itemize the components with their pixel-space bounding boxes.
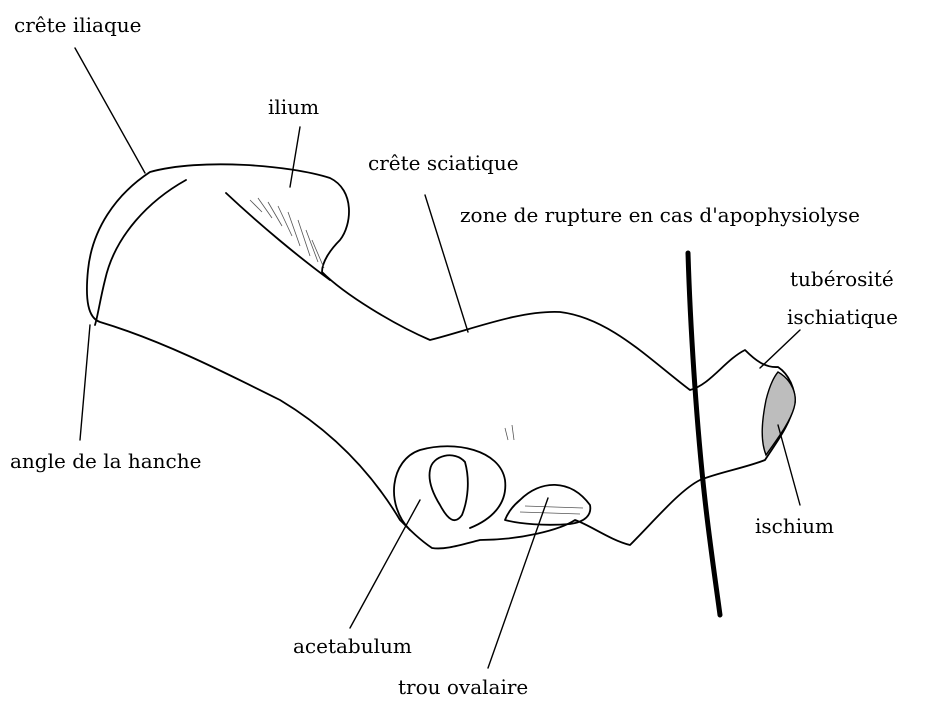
leader-tuberosite [760, 330, 800, 368]
iliac-crest-groove [95, 180, 186, 325]
label-crete-iliaque: crête iliaque [14, 12, 141, 38]
label-trou-ovalaire: trou ovalaire [398, 674, 528, 700]
label-ischium: ischium [755, 513, 834, 539]
rupture-zone-line [688, 253, 720, 615]
ischium-shading [762, 372, 795, 455]
acetabulum-fossa [429, 455, 467, 520]
foramen-hatching [520, 506, 583, 514]
label-crete-sciatique: crête sciatique [368, 150, 519, 176]
leader-crete-iliaque [75, 48, 145, 173]
label-angle-hanche: angle de la hanche [10, 448, 201, 474]
acetabulum-hatching [505, 425, 514, 440]
label-tuberosite-line2: ischiatique [787, 304, 898, 330]
ilium-hatching [250, 198, 324, 268]
leader-ischium [778, 425, 800, 505]
label-acetabulum: acetabulum [293, 633, 412, 659]
label-zone-rupture: zone de rupture en cas d'apophysiolyse [460, 202, 860, 228]
leader-acetabulum [350, 500, 420, 628]
label-tuberosite-line1: tubérosité [790, 266, 894, 292]
obturator-foramen [505, 485, 590, 525]
leader-ilium [290, 127, 300, 187]
leader-angle-hanche [80, 325, 90, 440]
label-ilium: ilium [268, 94, 319, 120]
